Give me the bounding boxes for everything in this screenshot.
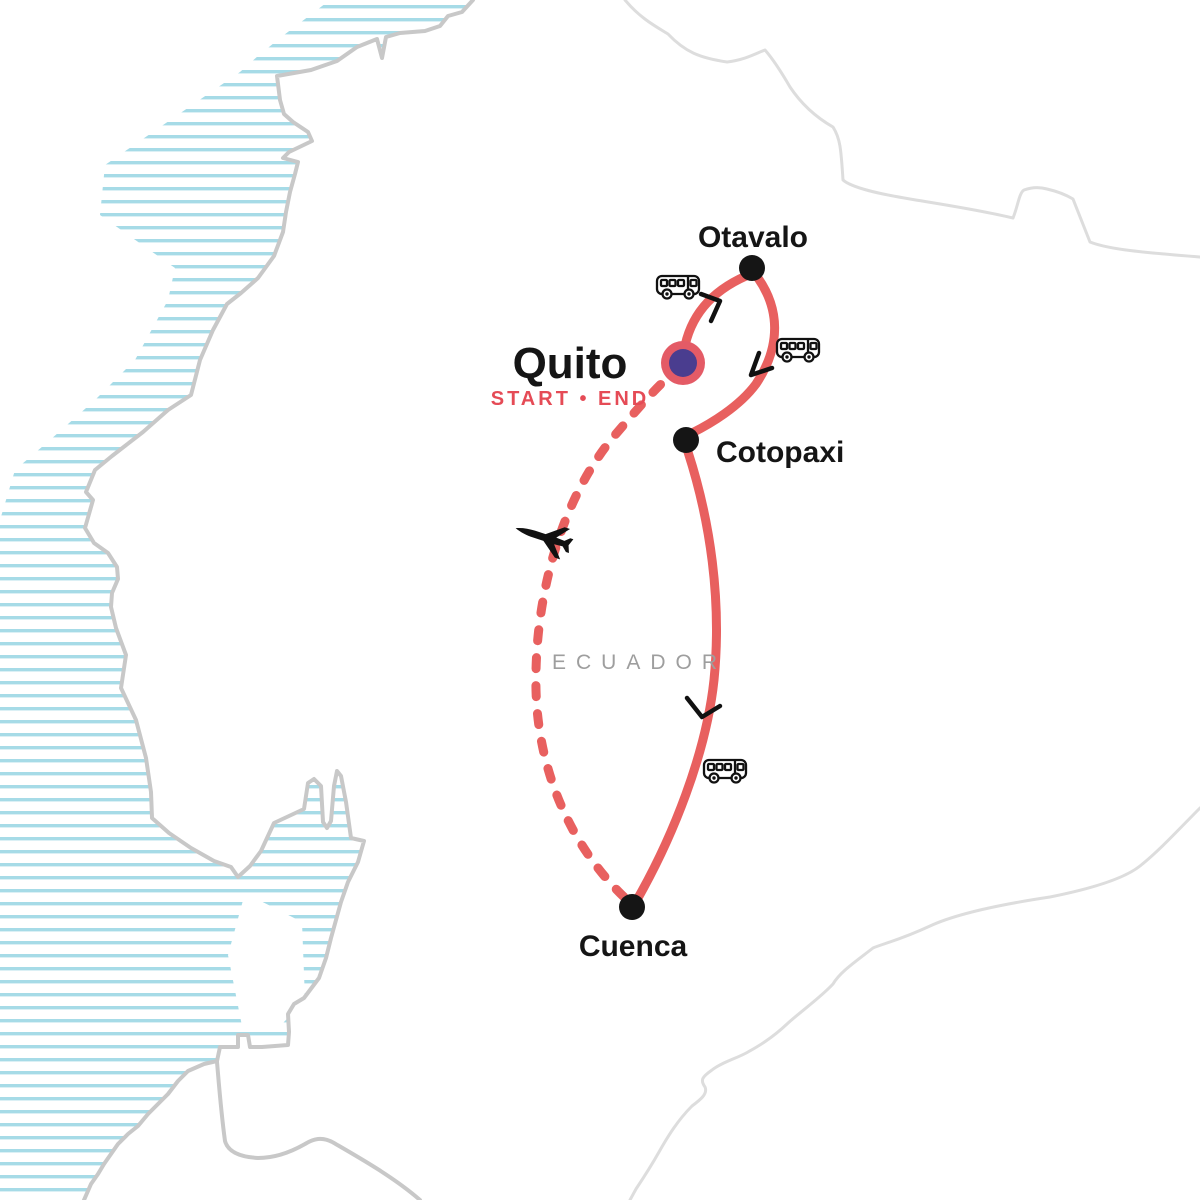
country-label: ECUADOR (552, 651, 727, 674)
bus-icon-cotopaxi-cuenca (702, 758, 748, 784)
start-end-badge: START • END (491, 388, 650, 410)
start-end-marker-core (669, 349, 697, 377)
gulf-land-mask (228, 893, 305, 1026)
river-guayas (215, 1060, 422, 1200)
tour-route (531, 271, 780, 903)
bus-icon-otavalo-cotopaxi (775, 337, 821, 363)
border-colombia (623, 0, 1200, 259)
direction-arrow-to-cotopaxi (748, 350, 775, 378)
coastline (82, 0, 475, 1200)
plane-icon (515, 527, 574, 560)
border-peru (628, 806, 1200, 1200)
city-label-cuenca: Cuenca (579, 930, 688, 963)
route-flight-cuenca-quito (531, 368, 678, 902)
water-hatching (0, 0, 473, 1200)
city-markers (619, 255, 765, 920)
city-marker-cotopaxi (673, 427, 699, 453)
direction-arrow-to-otavalo (698, 291, 723, 324)
start-city-label: Quito (513, 339, 628, 388)
direction-arrows (684, 291, 775, 720)
direction-arrow-to-cuenca (684, 695, 723, 720)
city-label-cotopaxi: Cotopaxi (716, 436, 844, 469)
city-marker-otavalo (739, 255, 765, 281)
city-marker-cuenca (619, 894, 645, 920)
city-label-otavalo: Otavalo (698, 221, 808, 254)
route-quito-otavalo (679, 271, 751, 356)
route-cotopaxi-cuenca (633, 447, 721, 903)
start-end-marker-quito (661, 341, 705, 385)
route-otavalo-cotopaxi (687, 273, 780, 438)
bus-icon-quito-otavalo (655, 274, 701, 300)
